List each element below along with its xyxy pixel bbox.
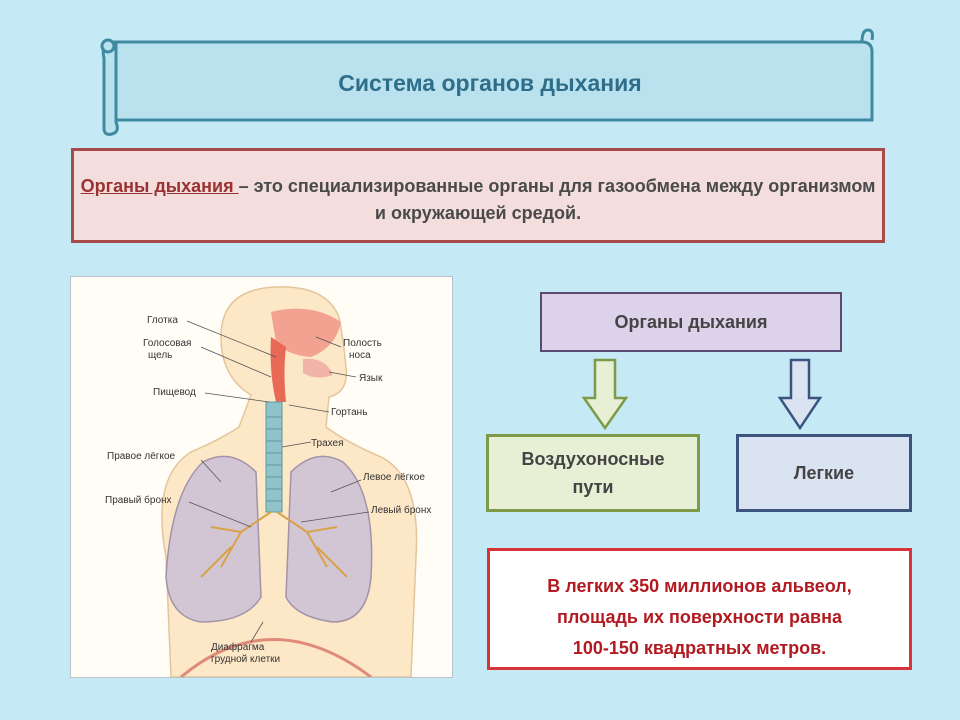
definition-box: Органы дыхания – это специализированные … [71, 148, 885, 243]
label-left-bronchus: Левый бронх [371, 505, 432, 516]
airways-box: Воздухоносные пути [486, 434, 700, 512]
label-left-lung: Левое лёгкое [363, 472, 425, 483]
arrow-down-left-icon [581, 358, 629, 430]
label-right-bronchus: Правый бронх [105, 495, 172, 506]
label-nasal-2: носа [349, 350, 371, 361]
right-lung-shape [165, 455, 262, 623]
tongue-shape [303, 358, 333, 378]
lungs-box: Легкие [736, 434, 912, 512]
airways-label: Воздухоносные пути [521, 449, 665, 497]
alveoli-fact-box: В легких 350 миллионов альвеол, площадь … [487, 548, 912, 670]
anatomy-illustration: Глотка Голосовая щель Пищевод Правое лёг… [70, 276, 453, 679]
respiratory-organs-label: Органы дыхания [614, 311, 768, 332]
lungs-label: Легкие [793, 462, 855, 483]
label-tongue: Язык [359, 373, 383, 384]
respiratory-organs-box: Органы дыхания [540, 292, 842, 352]
page-title: Система органов дыхания [338, 70, 642, 96]
left-lung-shape [285, 455, 373, 623]
label-glottis-1: Голосовая [143, 338, 192, 349]
label-right-lung: Правое лёгкое [107, 451, 176, 462]
definition-text: – это специализированные органы для газо… [238, 176, 876, 223]
nasal-cavity [271, 308, 341, 357]
respiratory-system-drawing [161, 286, 418, 679]
fact-line-2: площадь их поверхности равна [556, 607, 842, 627]
definition-term: Органы дыхания [80, 176, 239, 196]
label-trachea: Трахея [311, 438, 344, 449]
arrow-down-right-icon [777, 358, 823, 430]
fact-line-1: В легких 350 миллионов альвеол, [547, 576, 852, 596]
bronchial-tree [200, 511, 348, 578]
pharynx-shape [270, 337, 286, 402]
label-nasal-1: Полость [343, 338, 382, 349]
label-diaphragm-1: Диафрагма [211, 642, 265, 653]
label-pharynx: Глотка [147, 315, 178, 326]
label-esophagus: Пищевод [153, 387, 196, 398]
trachea-shape [265, 401, 283, 513]
label-glottis-2: щель [148, 350, 173, 361]
fact-line-3: 100-150 квадратных метров. [572, 638, 827, 658]
label-diaphragm-2: грудной клетки [211, 654, 281, 665]
label-larynx: Гортань [331, 407, 368, 418]
diaphragm-shape [180, 638, 372, 679]
